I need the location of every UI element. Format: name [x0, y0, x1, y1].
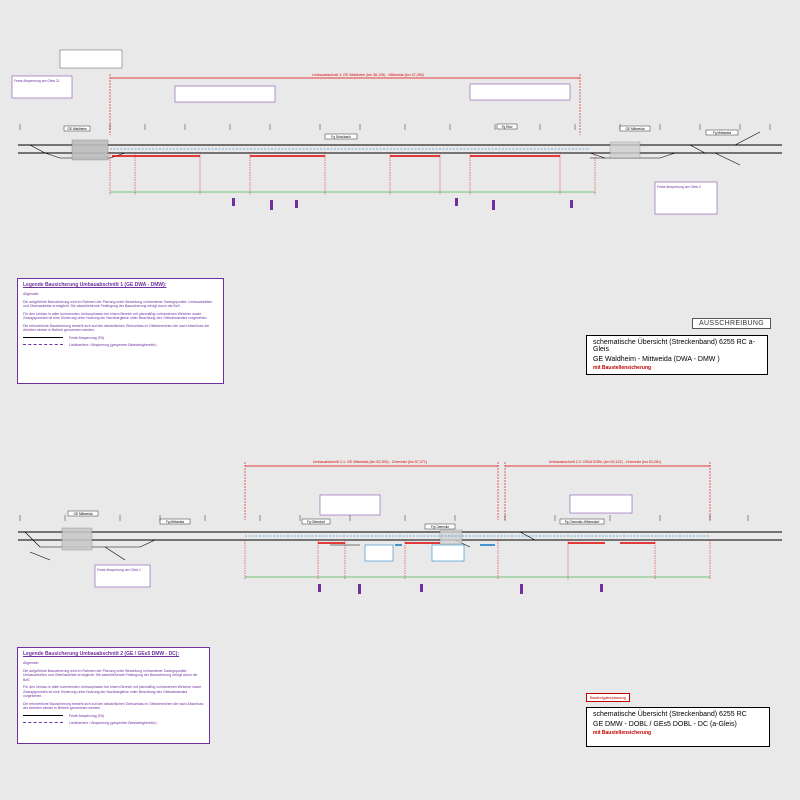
station-label: GE Mittweida	[626, 127, 645, 131]
title-line: schematische Übersicht (Streckenband) 62…	[593, 339, 755, 353]
note-left-bottom: Feste Absperrung am Gleis 1	[97, 568, 141, 572]
legend-title: Legende Bausicherung Umbauabschnitt 2 (G…	[23, 651, 180, 657]
station-label: GE Mittweida	[74, 512, 93, 516]
legend-text: Die erforderliche Bausicherung besteht s…	[23, 323, 210, 333]
legend-text: Die erforderliche Bausicherung besteht s…	[23, 701, 204, 711]
station-label: Fg Mittweida	[713, 131, 731, 135]
legend-text: Die aufgeführte Bausicherung wird im Rah…	[23, 668, 198, 682]
note-box	[174, 85, 276, 103]
title-line: GE DMW - DOBL / GEs5 DOBL - DC (a-Gleis)	[593, 721, 737, 728]
station-label: Fg Schulbach	[331, 135, 351, 139]
bottom-section: Umbauabschnitt 2-1: GE Mittweida (km 52,…	[18, 460, 782, 594]
note-box	[654, 181, 718, 215]
legend-entry: Lichtbarriere / Absperrung (gesperrter B…	[69, 342, 157, 347]
note-box	[469, 83, 571, 101]
legend-entry: Feste Absperrung (FA)	[69, 335, 105, 340]
station-label: GE Waldheim	[67, 127, 87, 131]
planning-phase-tag: Baufreigabeplanung	[586, 693, 630, 702]
title-line: schematische Übersicht (Streckenband) 62…	[593, 711, 747, 718]
station-label: Fg Chemnitz-Hilbersdorf	[565, 520, 600, 524]
legend-swatch	[23, 337, 63, 338]
legend-entry: Feste Absperrung (FA)	[69, 713, 105, 718]
station-label: Fg Ebw	[502, 125, 514, 129]
note-left-top: Feste Absperrung am Gleis 21	[14, 79, 60, 83]
legend-swatch	[23, 722, 63, 723]
legend-text: Allgemein:	[23, 661, 40, 665]
tender-stamp: AUSSCHREIBUNG	[692, 318, 771, 329]
title-line: GE Waldheim - Mittweida (DWA - DMW )	[593, 356, 720, 363]
top-section: Umbauabschnitt 1: GE Waldheim (km 36,135…	[11, 49, 782, 215]
legend-text: Für den Umbau in allen kommenden Umbauph…	[23, 311, 208, 321]
legend-entry: Lichtbarriere / Absperrung (gesperrter B…	[69, 720, 157, 725]
bottom-section-b-label: Umbauabschnitt 2-2: GEs5 DOBL (km 59,122…	[549, 460, 662, 464]
top-section-label: Umbauabschnitt 1: GE Waldheim (km 36,135…	[312, 73, 424, 77]
legend-title: Legende Bausicherung Umbauabschnitt 1 (G…	[23, 282, 167, 288]
legend-text: Die aufgeführte Bausicherung wird im Rah…	[23, 299, 213, 309]
note-right-top: Feste Absperrung am Gleis 2	[657, 185, 701, 189]
legend-swatch	[23, 715, 63, 716]
station-label: Fg Ottendorf	[307, 520, 325, 524]
bottom-section-a-label: Umbauabschnitt 2-1: GE Mittweida (km 52,…	[313, 460, 427, 464]
title-subline: mit Baustellensicherung	[593, 365, 652, 371]
legend-text: Allgemein:	[23, 292, 40, 296]
station-label: Fg Chemnitz	[431, 525, 449, 529]
legend-swatch	[23, 344, 63, 345]
title-subline: mit Baustellensicherung	[593, 730, 652, 736]
station-label: Fg Mittweida	[166, 520, 184, 524]
title-block-2: schematische Übersicht (Streckenband) 62…	[586, 707, 770, 747]
note-box	[59, 49, 123, 69]
legend-box-1: Legende Bausicherung Umbauabschnitt 1 (G…	[17, 278, 224, 384]
title-block-1: schematische Übersicht (Streckenband) 62…	[586, 335, 768, 375]
legend-box-2: Legende Bausicherung Umbauabschnitt 2 (G…	[17, 647, 210, 744]
legend-text: Für den Umbau in allen kommenden Umbauph…	[23, 685, 202, 698]
note-box	[11, 75, 73, 99]
